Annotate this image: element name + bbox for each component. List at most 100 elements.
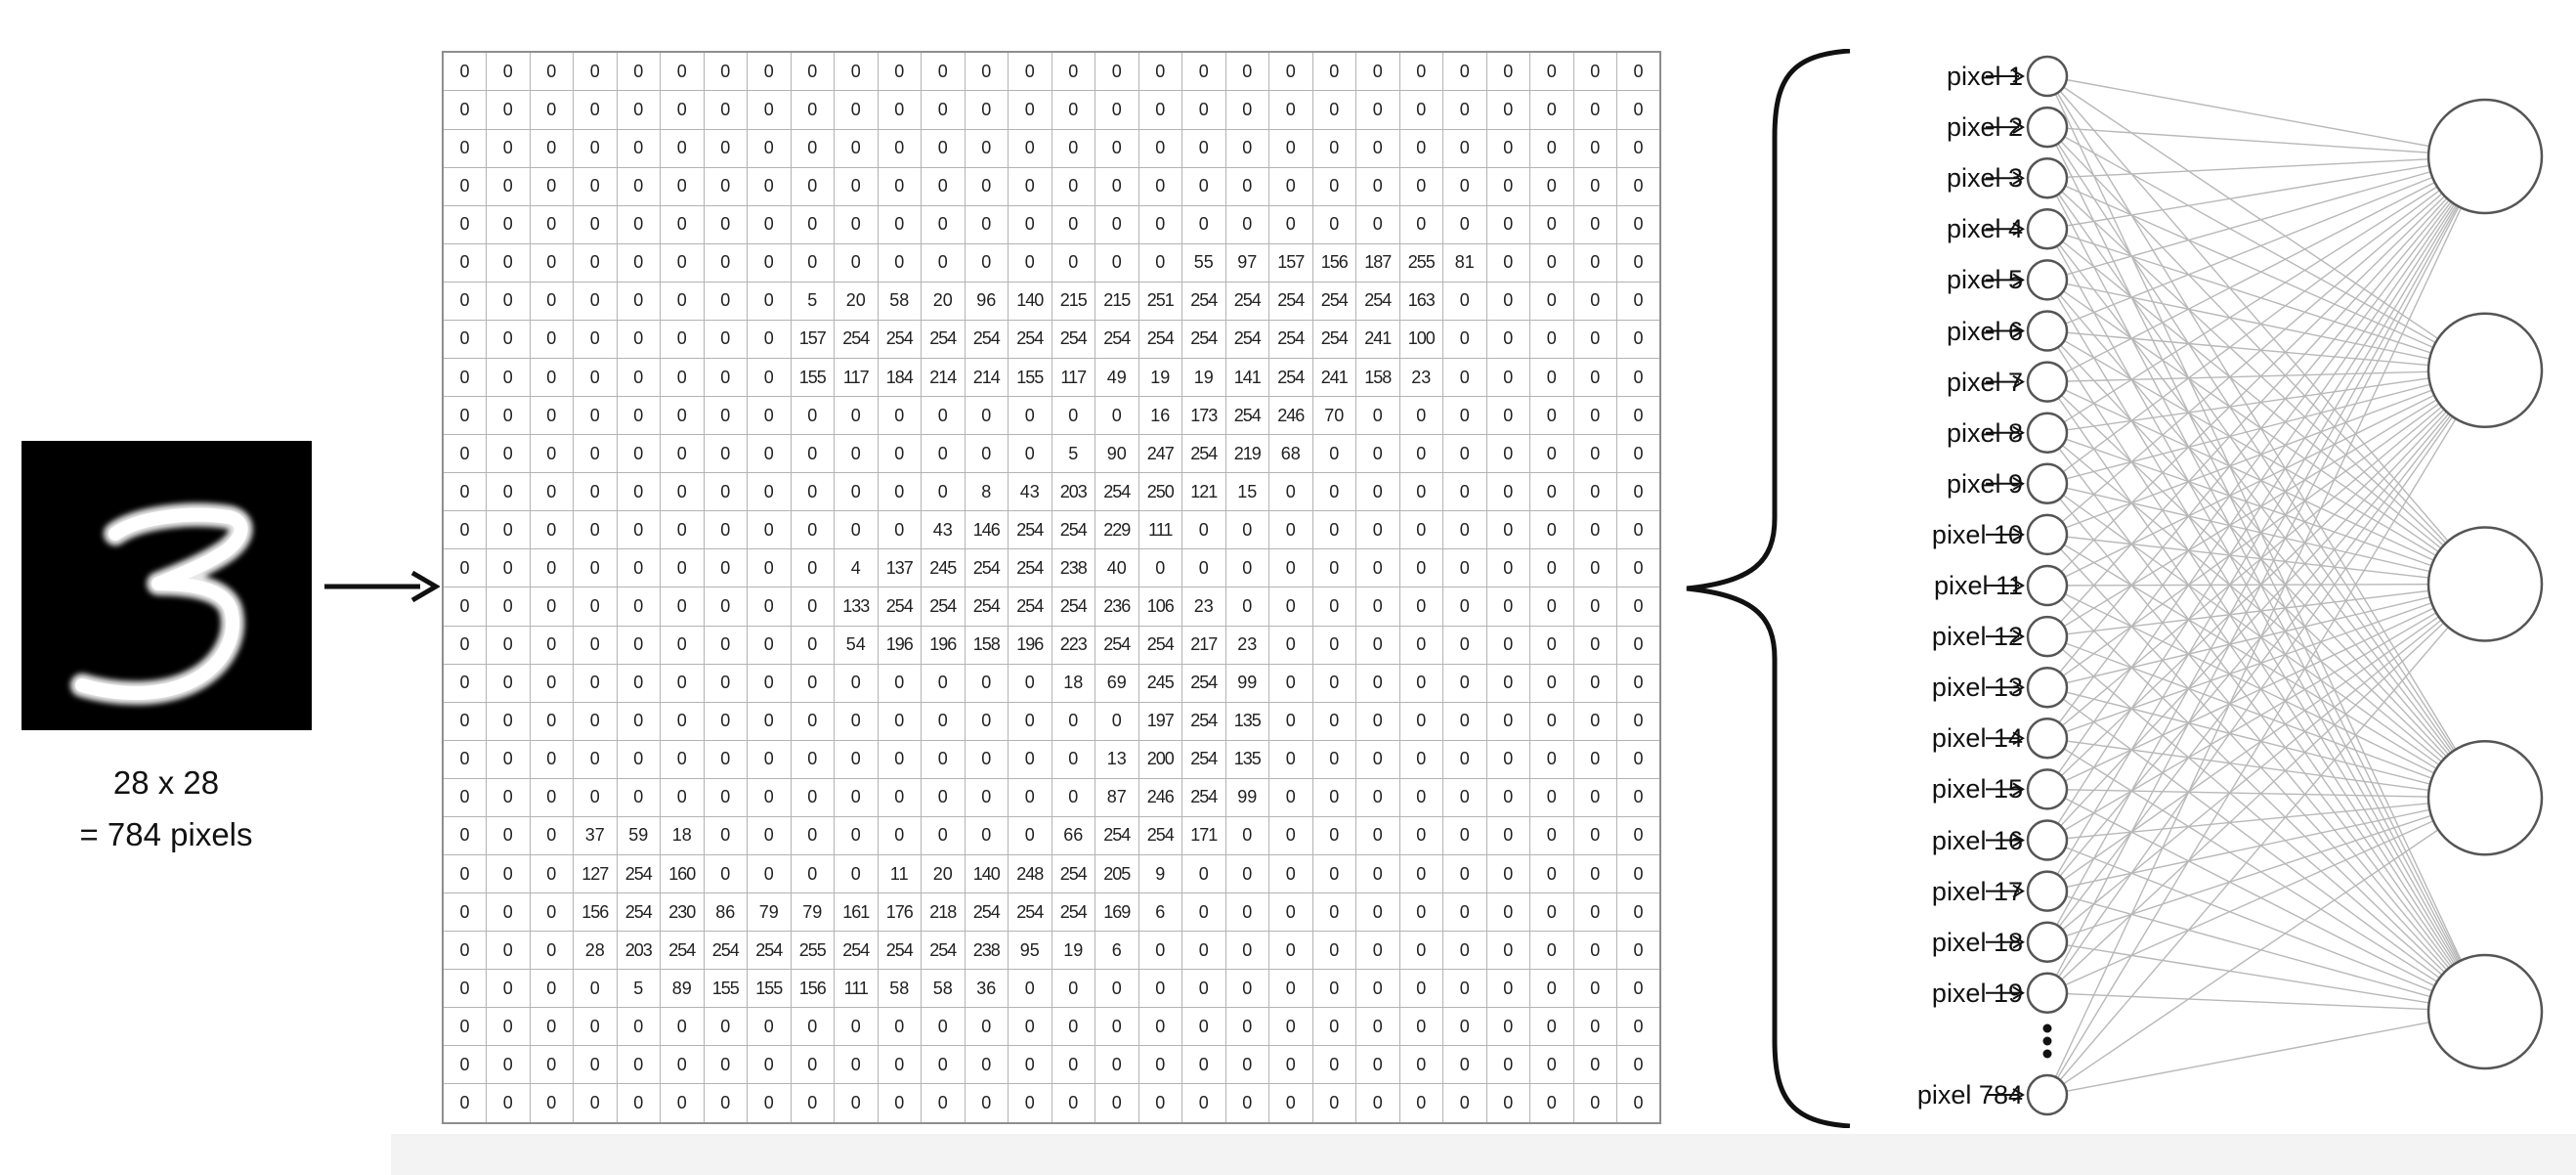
pixel-cell: 156: [790, 969, 835, 1009]
pixel-cell: 0: [442, 663, 487, 703]
pixel-cell: 0: [486, 969, 531, 1009]
bottom-band: [391, 1134, 2576, 1175]
pixel-cell: 133: [834, 587, 879, 627]
input-pixel-label: pixel 2: [1946, 112, 2023, 143]
connection-line: [2046, 370, 2486, 994]
connection-line: [2046, 228, 2486, 799]
pixel-cell: 0: [486, 434, 531, 474]
input-pixel-label: pixel 16: [1931, 825, 2023, 855]
pixel-cell: 0: [573, 1083, 618, 1124]
pixel-cell: 49: [1095, 357, 1139, 398]
connection-line: [2046, 155, 2486, 739]
right-arrow-icon: [324, 570, 440, 603]
pixel-cell: 254: [1051, 587, 1095, 627]
pixel-cell: 0: [703, 854, 748, 894]
connection-line: [2046, 788, 2486, 799]
pixel-cell: 0: [1485, 663, 1530, 703]
input-pixel-label: pixel 3: [1946, 163, 2023, 194]
pixel-cell: 254: [1268, 357, 1313, 398]
pixel-cell: 0: [1442, 1083, 1487, 1124]
pixel-cell: 0: [1224, 1045, 1269, 1085]
connection-line: [2046, 737, 2486, 1013]
pixel-cell: 0: [1572, 204, 1617, 244]
pixel-cell: 0: [1616, 90, 1661, 130]
pixel-cell: 0: [1268, 51, 1313, 92]
pixel-cell: 0: [616, 701, 661, 741]
connection-line: [2046, 432, 2486, 799]
pixel-cell: 0: [703, 166, 748, 206]
pixel-cell: 254: [921, 587, 966, 627]
pixel-cell: 0: [1224, 1083, 1269, 1124]
pixel-cell: 0: [660, 1007, 705, 1047]
input-pixel-label: pixel 784: [1916, 1080, 2023, 1110]
pixel-cell: 157: [1268, 242, 1313, 283]
pixel-cell: 0: [529, 701, 574, 741]
ellipsis-dots: [2042, 1023, 2052, 1059]
pixel-cell: 0: [1051, 777, 1095, 817]
pixel-cell: 0: [1311, 777, 1356, 817]
pixel-cell: 0: [1616, 510, 1661, 550]
pixel-cell: 0: [964, 396, 1009, 436]
connection-line: [2046, 75, 2486, 157]
pixel-cell: 254: [616, 854, 661, 894]
connection-line: [2046, 839, 2486, 1013]
pixel-cell: 0: [486, 587, 531, 627]
pixel-cell: 0: [1529, 396, 1574, 436]
input-pixel-label: pixel 17: [1931, 876, 2023, 906]
pixel-cell: 0: [573, 1045, 618, 1085]
pixel-cell: 0: [1529, 969, 1574, 1009]
pixel-cell: 0: [529, 663, 574, 703]
pixel-cell: 0: [1616, 1007, 1661, 1047]
pixel-cell: 0: [1311, 51, 1356, 92]
pixel-cell: 0: [877, 815, 922, 856]
connection-line: [2046, 329, 2486, 586]
pixel-cell: 0: [442, 396, 487, 436]
pixel-cell: 0: [703, 1007, 748, 1047]
connections: [2046, 75, 2486, 1096]
pixel-cell: 0: [616, 548, 661, 588]
connection-line: [2046, 155, 2486, 282]
connection-line: [2046, 75, 2486, 799]
pixel-cell: 0: [1485, 777, 1530, 817]
connection-line: [2046, 635, 2486, 799]
connection-line: [2046, 329, 2486, 371]
pixel-cell: 0: [921, 90, 966, 130]
pixel-cell: 0: [1224, 128, 1269, 168]
pixel-cell: 0: [1442, 166, 1487, 206]
pixel-cell: 0: [921, 128, 966, 168]
connection-line: [2046, 584, 2486, 1096]
pixel-cell: 0: [790, 1083, 835, 1124]
pixel-cell: 176: [877, 892, 922, 933]
pixel-cell: 251: [1138, 281, 1182, 321]
pixel-cell: 0: [529, 625, 574, 665]
connection-line: [2046, 177, 2486, 371]
pixel-cell: 0: [573, 51, 618, 92]
connection-line: [2046, 155, 2486, 485]
pixel-cell: 0: [877, 701, 922, 741]
input-neuron: [2026, 870, 2069, 912]
pixel-cell: 0: [486, 1083, 531, 1124]
pixel-cell: 238: [964, 931, 1009, 971]
pixel-cell: 0: [1398, 204, 1443, 244]
pixel-cell: 0: [834, 396, 879, 436]
pixel-cell: 9: [1138, 854, 1182, 894]
pixel-cell: 0: [1572, 969, 1617, 1009]
pixel-cell: 0: [877, 242, 922, 283]
pixel-cell: 117: [834, 357, 879, 398]
pixel-cell: 0: [573, 663, 618, 703]
pixel-cell: 0: [1616, 931, 1661, 971]
pixel-cell: 248: [1008, 854, 1052, 894]
pixel-cell: 254: [1095, 815, 1139, 856]
input-pixel-label: pixel 5: [1946, 265, 2023, 295]
pixel-cell: 0: [486, 90, 531, 130]
pixel-cell: 0: [1311, 1045, 1356, 1085]
small-arrow-icon: [1986, 425, 2025, 440]
pixel-cell: 0: [1355, 204, 1400, 244]
pixel-cell: 0: [1355, 777, 1400, 817]
pixel-cell: 0: [1485, 815, 1530, 856]
